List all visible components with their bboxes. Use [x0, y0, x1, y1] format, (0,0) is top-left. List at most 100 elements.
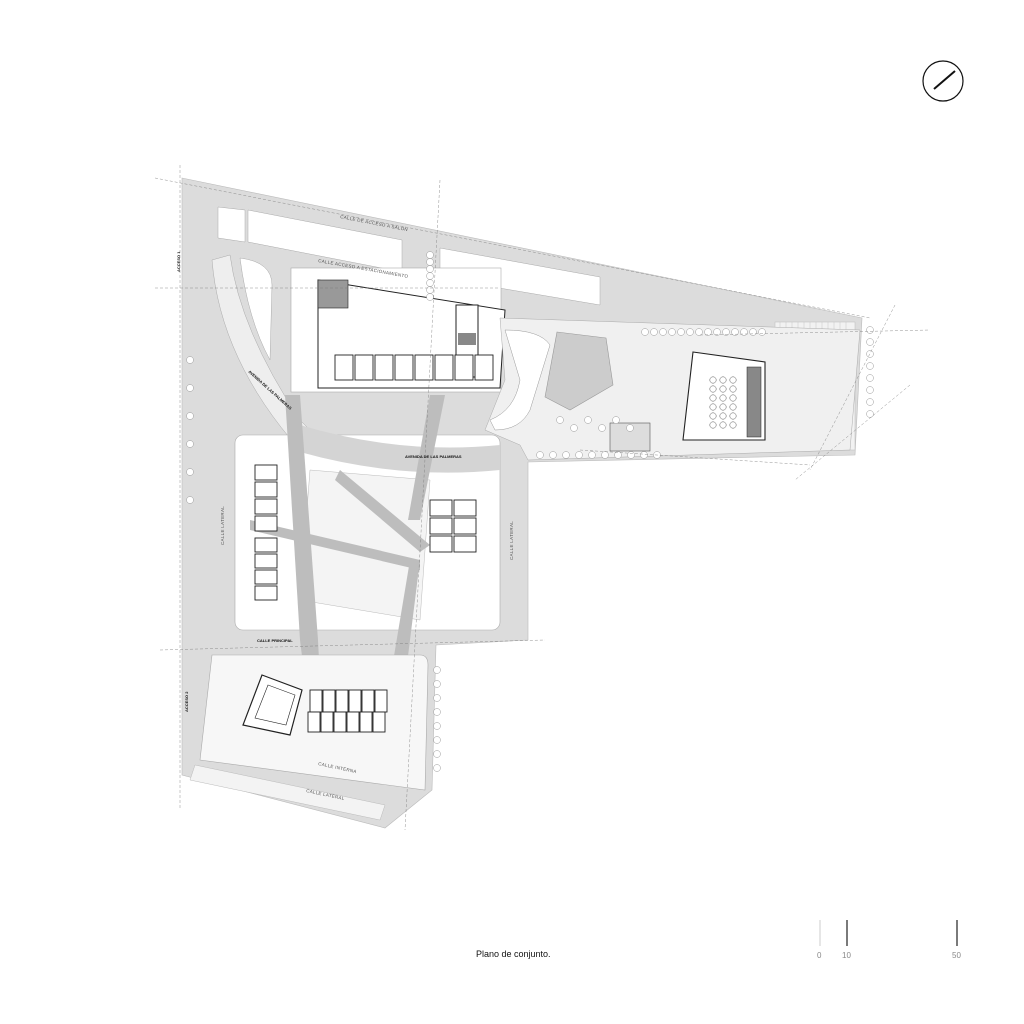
- tree-icon: [758, 328, 766, 336]
- tree-icon: [722, 328, 730, 336]
- tree-icon: [866, 398, 874, 406]
- tree-icon: [866, 338, 874, 346]
- tree-icon: [549, 451, 557, 459]
- tree-icon: [186, 356, 194, 364]
- south-room: [361, 689, 375, 713]
- walkways: [250, 395, 445, 680]
- parking-south: [189, 764, 386, 821]
- tree-icon: [186, 384, 194, 392]
- scale-tick-50: 50: [952, 951, 961, 960]
- building-tower-core: [458, 333, 476, 345]
- tree-icon: [433, 736, 441, 744]
- tree-icon: [866, 374, 874, 382]
- plaza-building-room: [453, 535, 477, 553]
- tree-icon: [598, 424, 606, 432]
- building-core: [317, 279, 349, 309]
- north-arrow-icon: [922, 60, 964, 102]
- plaza-building-room: [254, 585, 278, 601]
- plaza-building-room: [453, 499, 477, 517]
- tree-icon: [640, 451, 648, 459]
- tree-icon: [713, 328, 721, 336]
- tree-icon: [731, 328, 739, 336]
- room: [414, 354, 434, 381]
- south-room: [372, 711, 386, 733]
- building-east: [682, 351, 766, 441]
- table-icon: [729, 376, 737, 384]
- tree-icon: [556, 416, 564, 424]
- label-acceso-2: ACCESO 2: [184, 691, 189, 712]
- table-icon: [729, 394, 737, 402]
- plaza-building-room: [429, 499, 453, 517]
- tree-icon: [866, 350, 874, 358]
- tree-icon: [749, 328, 757, 336]
- scale-tick-0: 0: [817, 951, 822, 960]
- table-icon: [719, 385, 727, 393]
- label-calle-lateral-east: CALLE LATERAL: [509, 521, 514, 560]
- label-calle-principal: CALLE PRINCIPAL: [257, 638, 293, 643]
- room: [474, 354, 494, 381]
- tree-icon: [704, 328, 712, 336]
- south-room: [307, 711, 321, 733]
- room: [434, 354, 454, 381]
- plaza-building-room: [254, 498, 278, 515]
- table-icon: [729, 421, 737, 429]
- avenue-palmeras-band: [300, 425, 500, 473]
- tree-icon: [695, 328, 703, 336]
- tree-icon: [186, 496, 194, 504]
- curved-path: [489, 329, 551, 431]
- plaza-building-room: [453, 517, 477, 535]
- trees: [186, 251, 874, 772]
- table-icon: [709, 376, 717, 384]
- tree-icon: [677, 328, 685, 336]
- plaza-building-room: [254, 537, 278, 553]
- tree-icon: [186, 468, 194, 476]
- table-icon: [729, 385, 737, 393]
- tree-icon: [433, 722, 441, 730]
- plaza-building-room: [254, 481, 278, 498]
- table-icon: [719, 403, 727, 411]
- grid-axes: [154, 165, 931, 831]
- tree-icon: [740, 328, 748, 336]
- label-avenida-palmeras: AVENIDA DE LAS PALMERAS: [405, 454, 462, 459]
- tree-icon: [866, 410, 874, 418]
- tree-icon: [866, 326, 874, 334]
- green-island: [239, 257, 273, 361]
- tree-icon: [186, 440, 194, 448]
- tree-icon: [584, 416, 592, 424]
- room: [334, 354, 354, 381]
- tree-icon: [433, 750, 441, 758]
- tree-icon: [426, 258, 434, 266]
- tree-icon: [426, 286, 434, 294]
- table-icon: [719, 376, 727, 384]
- south-room: [333, 711, 347, 733]
- table-icon: [729, 403, 737, 411]
- tree-icon: [433, 666, 441, 674]
- tree-icon: [433, 694, 441, 702]
- tree-icon: [614, 451, 622, 459]
- building-rooms: [334, 354, 494, 381]
- tree-icon: [575, 451, 583, 459]
- south-room: [346, 711, 360, 733]
- building-east-core: [746, 366, 762, 438]
- tree-icon: [668, 328, 676, 336]
- building-south-rooms: [307, 689, 388, 733]
- tree-icon: [426, 272, 434, 280]
- table-icon: [719, 421, 727, 429]
- tree-icon: [686, 328, 694, 336]
- tree-icon: [601, 451, 609, 459]
- tree-icon: [650, 328, 658, 336]
- south-room: [322, 689, 336, 713]
- tree-icon: [588, 451, 596, 459]
- tree-icon: [426, 265, 434, 273]
- label-calle-lateral-west: CALLE LATERAL: [220, 506, 225, 545]
- south-room: [309, 689, 323, 713]
- plaza-building-room: [254, 553, 278, 569]
- tree-icon: [570, 424, 578, 432]
- room: [454, 354, 474, 381]
- block-northwest: [217, 206, 246, 243]
- tree-icon: [641, 328, 649, 336]
- drawing-title: Plano de conjunto.: [476, 949, 551, 959]
- tree-icon: [626, 424, 634, 432]
- table-icon: [719, 412, 727, 420]
- tree-icon: [433, 680, 441, 688]
